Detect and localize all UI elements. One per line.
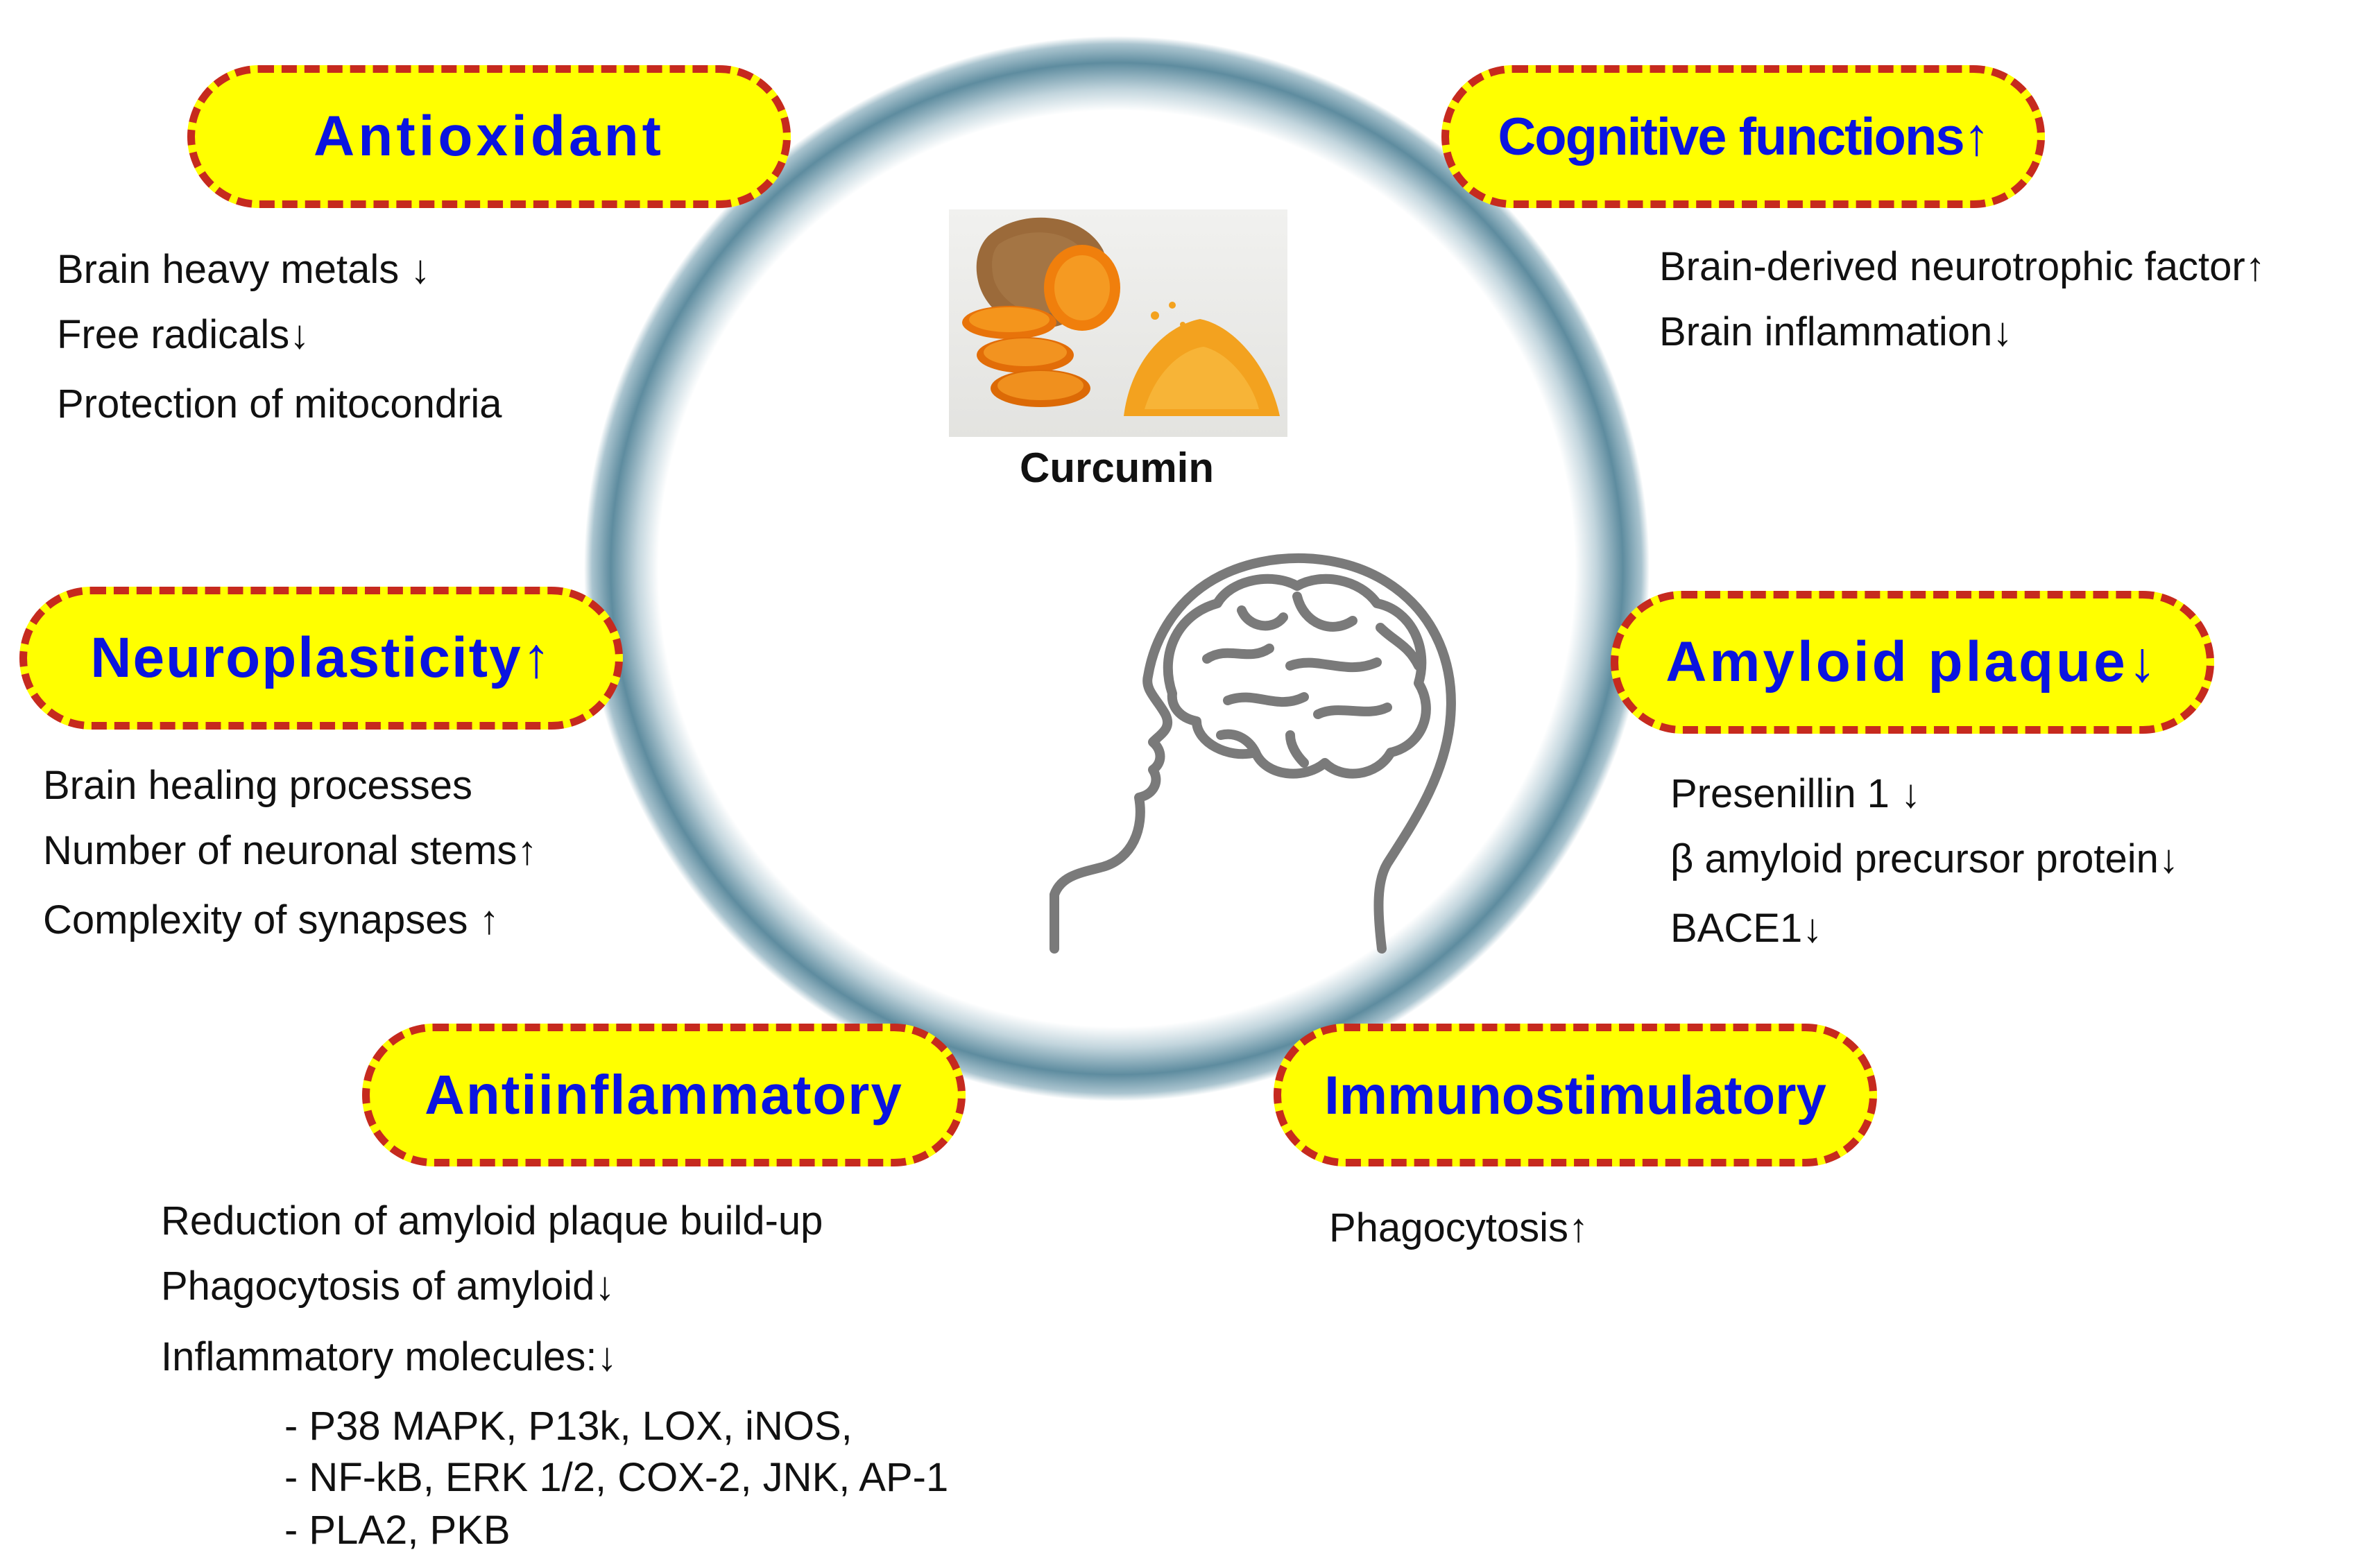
amyloid-plaque-title: Amyloid plaque↓ bbox=[1665, 630, 2159, 693]
list-item: Phagocytosis↑ bbox=[1329, 1205, 1588, 1250]
list-item: Complexity of synapses ↑ bbox=[43, 897, 499, 942]
antiinflammatory-box: Antiinflammatory bbox=[362, 1024, 966, 1166]
ring bbox=[584, 36, 1650, 1101]
list-item: Presenillin 1 ↓ bbox=[1670, 771, 1921, 816]
head-brain-icon bbox=[1050, 553, 1456, 954]
list-item: β amyloid precursor protein↓ bbox=[1670, 836, 2179, 881]
list-item: Brain healing processes bbox=[43, 763, 473, 808]
list-item: Inflammatory molecules:↓ bbox=[161, 1334, 617, 1379]
antiinflammatory-title: Antiinflammatory bbox=[425, 1064, 903, 1126]
cognitive-functions-title: Cognitive functions↑ bbox=[1498, 107, 1989, 166]
list-item: Brain inflammation↓ bbox=[1659, 309, 2013, 354]
list-item: Brain heavy metals ↓ bbox=[57, 247, 431, 292]
cognitive-functions-box: Cognitive functions↑ bbox=[1441, 65, 2045, 208]
list-item: Number of neuronal stems↑ bbox=[43, 828, 538, 873]
list-subitem: - NF-kB, ERK 1/2, COX-2, JNK, AP-1 bbox=[284, 1455, 949, 1500]
antioxidant-title: Antioxidant bbox=[314, 105, 665, 168]
amyloid-plaque-box: Amyloid plaque↓ bbox=[1611, 591, 2214, 734]
antioxidant-box: Antioxidant bbox=[187, 65, 791, 208]
list-subitem: - PLA2, PKB bbox=[284, 1508, 511, 1553]
neuroplasticity-title: Neuroplasticity↑ bbox=[90, 626, 552, 689]
immunostimulatory-box: Immunostimulatory bbox=[1274, 1024, 1877, 1166]
turmeric-photo bbox=[949, 209, 1287, 437]
curcumin-caption: Curcumin bbox=[1019, 445, 1215, 491]
list-item: BACE1↓ bbox=[1670, 906, 1823, 951]
immunostimulatory-title: Immunostimulatory bbox=[1324, 1064, 1826, 1126]
list-subitem: - P38 MAPK, P13k, LOX, iNOS, bbox=[284, 1404, 853, 1449]
list-item: Protection of mitocondria bbox=[57, 381, 502, 427]
list-item: Brain-derived neurotrophic factor↑ bbox=[1659, 244, 2266, 289]
list-item: Phagocytosis of amyloid↓ bbox=[161, 1264, 615, 1309]
neuroplasticity-box: Neuroplasticity↑ bbox=[19, 587, 623, 730]
list-item: Reduction of amyloid plaque build-up bbox=[161, 1198, 823, 1243]
list-item: Free radicals↓ bbox=[57, 312, 310, 357]
